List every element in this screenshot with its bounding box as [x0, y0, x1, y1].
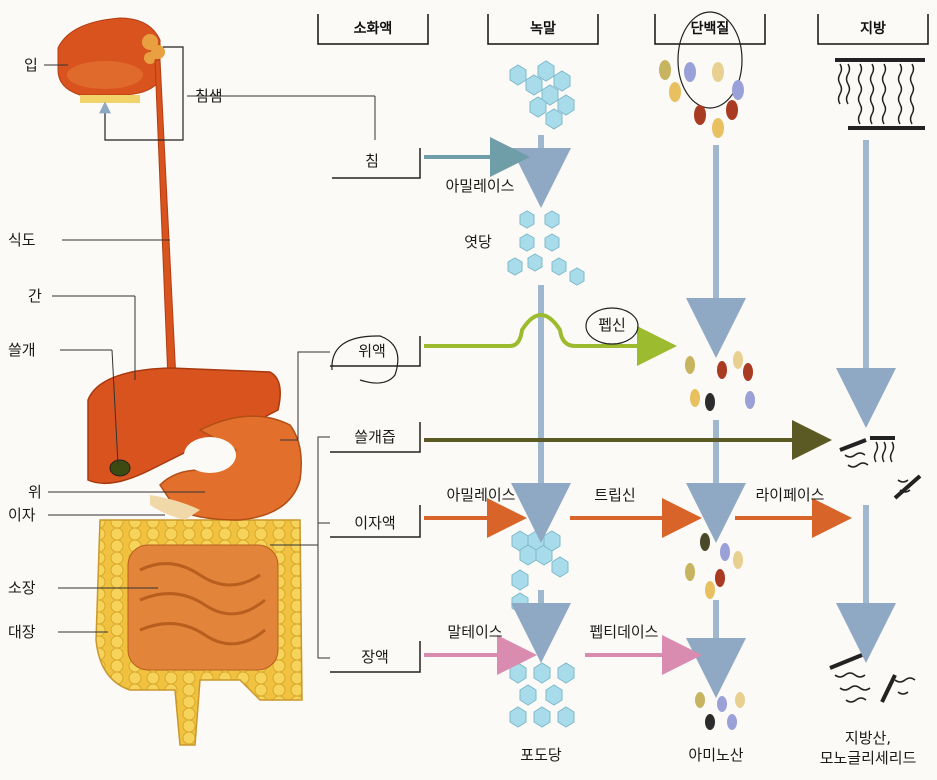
- esophagus-tube: [155, 60, 176, 380]
- product-glucose: 포도당: [520, 746, 562, 764]
- column-headers: [318, 14, 928, 44]
- header-fat: 지방: [860, 20, 886, 37]
- protein-molecule: [659, 60, 744, 138]
- enzyme-peptidase: 펩티데이스: [589, 623, 658, 641]
- enzyme-trypsin: 트립신: [594, 486, 635, 504]
- secretion-gastric-juice: 위액: [358, 342, 386, 360]
- flow-arrows: [541, 135, 866, 680]
- gallbladder-shape: [110, 460, 130, 476]
- polypeptide-molecules: [685, 351, 755, 411]
- label-salivary-glands: 침샘: [195, 87, 223, 105]
- secretion-pancreatic-juice: 이자액: [354, 514, 395, 532]
- secretion-bile: 쓸개즙: [354, 428, 395, 446]
- emulsified-fat: [840, 438, 920, 498]
- product-fatty-acid-line1: 지방산,: [845, 729, 891, 747]
- header-secretion: 소화액: [354, 20, 393, 37]
- label-esophagus: 식도: [8, 231, 36, 249]
- glucose-molecules: [510, 663, 574, 727]
- starch-molecule: [510, 61, 574, 129]
- mouth-cavity: [67, 61, 143, 89]
- peptide-molecules: [685, 533, 743, 599]
- label-pancreas: 이자: [8, 506, 36, 524]
- header-starch: 녹말: [530, 21, 556, 37]
- fat-molecule: [835, 60, 925, 128]
- fatty-acid-molecules: [830, 655, 915, 702]
- lower-teeth: [80, 95, 140, 103]
- label-large-intestine: 대장: [8, 623, 36, 641]
- enzyme-pepsin: 펩신: [598, 316, 626, 334]
- maltose-molecule: [508, 211, 584, 285]
- header-protein: 단백질: [691, 20, 730, 37]
- label-small-intestine: 소장: [8, 579, 36, 597]
- secretion-brackets: [330, 148, 420, 672]
- label-liver: 간: [28, 287, 42, 305]
- enzyme-maltase: 말테이스: [447, 623, 502, 641]
- enzyme-lipase: 라이페이스: [755, 486, 824, 504]
- secretion-saliva: 침: [365, 152, 379, 170]
- label-stomach: 위: [28, 483, 42, 501]
- amino-acid-molecules: [695, 692, 745, 730]
- anatomy-illustration: [58, 18, 302, 745]
- gastric-arrow: [424, 315, 665, 346]
- product-maltose: 엿당: [464, 233, 492, 251]
- secretion-intestinal-juice: 장액: [361, 648, 389, 666]
- enzyme-amylase-saliva: 아밀레이스: [445, 177, 514, 195]
- product-fatty-acid-line2: 모노글리세리드: [820, 749, 917, 767]
- enzyme-amylase-pancreas: 아밀레이스: [446, 486, 515, 504]
- product-amino-acid: 아미노산: [688, 746, 743, 764]
- label-gallbladder: 쓸개: [8, 341, 36, 359]
- label-mouth: 입: [24, 56, 38, 74]
